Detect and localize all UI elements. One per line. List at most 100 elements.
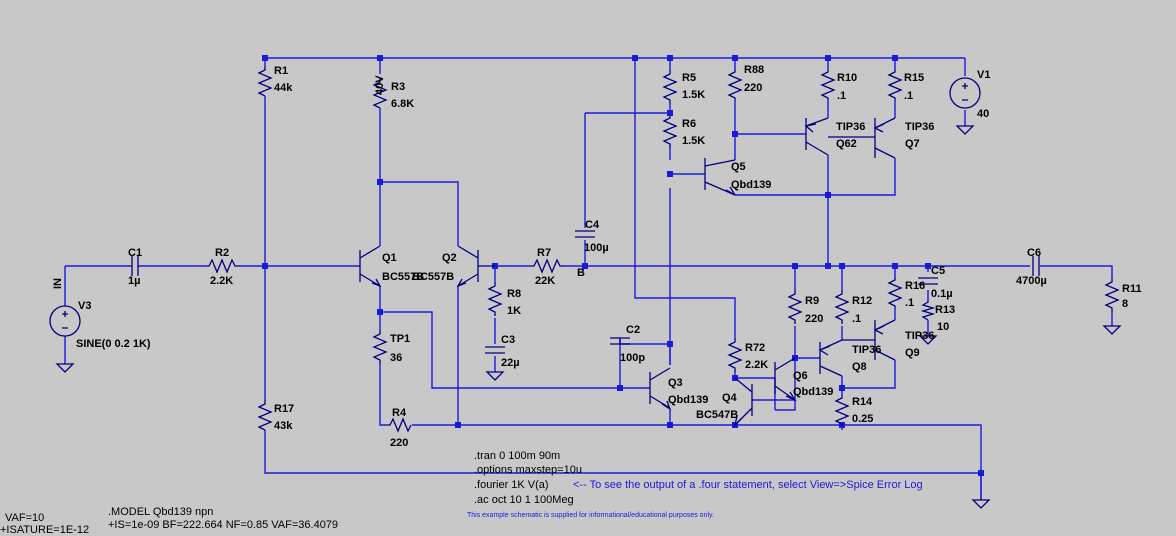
label-q8-ref: Q8 <box>852 361 867 373</box>
capacitor-c1[interactable] <box>128 256 140 276</box>
directive-model-partial-2[interactable]: +ISATURE=1E-12 <box>0 524 90 536</box>
label-r1-ref: R1 <box>274 65 288 77</box>
transistor-q9[interactable] <box>842 319 896 361</box>
transistor-q62[interactable] <box>804 117 829 156</box>
resistor-r88[interactable] <box>727 70 743 100</box>
directive-ac[interactable]: .ac oct 10 1 100Meg <box>474 494 574 506</box>
net-labels: IN B 40V <box>52 75 585 289</box>
voltage-source-v1[interactable] <box>949 77 981 109</box>
junction-dot <box>732 55 738 61</box>
capacitor-c6[interactable] <box>1032 256 1040 276</box>
capacitor-c3[interactable] <box>485 346 505 354</box>
capacitor-c2[interactable] <box>610 337 630 345</box>
resistor-r7[interactable] <box>530 258 566 274</box>
resistor-r17[interactable] <box>257 400 273 431</box>
resistor-r11[interactable] <box>1104 278 1120 312</box>
label-r11-ref: R11 <box>1122 283 1142 295</box>
resistor-r10[interactable] <box>820 70 836 100</box>
capacitor-c5[interactable] <box>918 277 938 285</box>
capacitor-c4[interactable] <box>575 230 595 238</box>
resistor-r15[interactable] <box>887 70 903 100</box>
label-r8-ref: R8 <box>507 288 521 300</box>
label-r8-value: 1K <box>507 305 521 317</box>
directive-model-partial[interactable]: VAF=10 <box>5 512 45 524</box>
label-r14-value: 0.25 <box>852 413 873 425</box>
label-tp1-value: 36 <box>390 352 402 364</box>
label-r9-ref: R9 <box>805 295 819 307</box>
directive-model-params[interactable]: +IS=1e-09 BF=222.664 NF=0.85 VAF=36.4079 <box>108 519 339 531</box>
label-q9-value: TIP36 <box>905 330 934 342</box>
junction-dot <box>892 263 898 269</box>
transistor-q8[interactable] <box>818 339 843 377</box>
directive-tran[interactable]: .tran 0 100m 90m <box>474 450 561 462</box>
label-q62-ref: Q62 <box>836 138 857 150</box>
label-v1-value: 40 <box>977 108 989 120</box>
junction-dot <box>839 385 845 391</box>
resistor-r5[interactable] <box>662 70 678 104</box>
label-q4-value: BC547B <box>696 409 738 421</box>
resistor-r1[interactable] <box>257 66 273 97</box>
component-labels: R1 44k R17 43k R3 6.8K R2 2.2K R7 22K R4… <box>76 64 1142 449</box>
label-c4-value: 100µ <box>584 242 609 254</box>
junction-dot <box>978 470 984 476</box>
comment-fourier-note: <-- To see the output of a .four stateme… <box>573 479 923 491</box>
resistor-r13[interactable] <box>920 300 936 321</box>
junction-dot <box>732 131 738 137</box>
label-q6-value: Qbd139 <box>793 386 833 398</box>
net-label-in: IN <box>52 278 64 289</box>
label-q5-value: Qbd139 <box>731 179 771 191</box>
junction-dot <box>825 55 831 61</box>
resistor-r8[interactable] <box>487 282 503 316</box>
directive-options[interactable]: .options maxstep=10u <box>474 464 582 476</box>
label-q9-ref: Q9 <box>905 347 920 359</box>
junction-dot <box>667 171 673 177</box>
resistor-r14[interactable] <box>834 396 850 426</box>
label-q1-ref: Q1 <box>382 252 397 264</box>
resistor-r72[interactable] <box>727 338 743 372</box>
label-c3-value: 22µ <box>501 357 520 369</box>
transistor-q2[interactable] <box>456 245 495 288</box>
transistor-q7[interactable] <box>828 117 896 159</box>
label-q7-value: TIP36 <box>905 121 934 133</box>
transistor-q3[interactable] <box>649 367 672 411</box>
label-q2-ref: Q2 <box>442 252 457 264</box>
junction-dot <box>617 385 623 391</box>
junction-dot <box>377 55 383 61</box>
label-r15-value: .1 <box>904 90 913 102</box>
junction-dot <box>377 179 383 185</box>
directive-model[interactable]: .MODEL Qbd139 npn <box>108 506 214 518</box>
label-r2-ref: R2 <box>215 247 229 259</box>
junction-dot <box>667 341 673 347</box>
junction-dot <box>839 263 845 269</box>
resistor-r12[interactable] <box>834 290 850 324</box>
directive-fourier[interactable]: .fourier 1K V(a) <box>474 479 549 491</box>
resistor-tp1[interactable] <box>372 330 388 364</box>
label-r16-value: .1 <box>905 297 914 309</box>
transistor-q4[interactable] <box>733 377 753 428</box>
label-r7-value: 22K <box>535 275 555 287</box>
resistor-r2[interactable] <box>205 258 240 274</box>
resistor-r4[interactable] <box>388 417 412 433</box>
resistor-r9[interactable] <box>787 290 803 324</box>
label-r16-ref: R16 <box>905 280 925 292</box>
junction-dot <box>825 192 831 198</box>
transistor-q1[interactable] <box>359 245 382 288</box>
label-r72-value: 2.2K <box>745 359 768 371</box>
label-v3-value: SINE(0 0.2 1K) <box>76 338 151 350</box>
label-r15-ref: R15 <box>904 72 924 84</box>
label-v1-ref: V1 <box>977 69 990 81</box>
label-r17-value: 43k <box>274 420 293 432</box>
voltage-source-v3[interactable] <box>49 305 81 337</box>
resistor-r6[interactable] <box>662 116 678 148</box>
label-c3-ref: C3 <box>501 334 515 346</box>
junction-dot <box>262 263 268 269</box>
transistor-q5[interactable] <box>704 158 736 196</box>
label-r2-value: 2.2K <box>210 275 233 287</box>
label-tp1-ref: TP1 <box>390 333 410 345</box>
label-r12-ref: R12 <box>852 295 872 307</box>
resistor-r16[interactable] <box>887 278 903 308</box>
transistor-q6[interactable] <box>774 357 797 402</box>
resistor-r3[interactable] <box>372 78 388 109</box>
junction-dot <box>825 263 831 269</box>
